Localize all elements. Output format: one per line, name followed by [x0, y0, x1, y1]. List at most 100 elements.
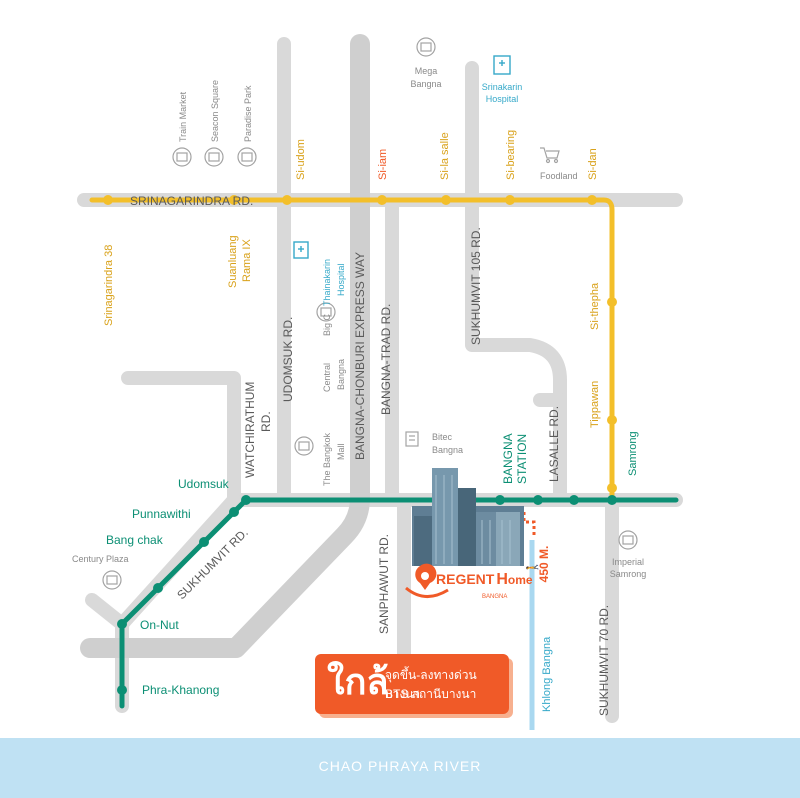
station-samrong: Samrong	[627, 431, 639, 476]
callout-line1: จุดขึ้น-ลงทางด่วนบางนา	[385, 668, 477, 701]
road-label-sukhumvit105: SUKHUMVIT 105 RD.	[469, 227, 483, 345]
road-label-sanphawut: SANPHAWUT RD.	[377, 534, 391, 634]
station-si-dan: Si-dan	[587, 148, 599, 180]
station-tippawan: Tippawan	[589, 381, 601, 428]
shop-icon	[416, 37, 436, 57]
green-station-dot[interactable]	[117, 619, 127, 629]
poi-century-plaza: Century Plaza	[72, 554, 129, 564]
green-station-dot[interactable]	[607, 495, 617, 505]
building-icon	[405, 431, 419, 447]
poi-bangkok-mall-2: Mall	[336, 443, 346, 460]
river-label: CHAO PHRAYA RIVER	[318, 758, 482, 774]
chao-phraya-river	[0, 738, 800, 798]
century-road	[85, 593, 129, 631]
road-label-srinagarindra: SRINAGARINDRA RD.	[130, 194, 253, 208]
poi-thainakarin: Thainakarin	[322, 259, 332, 306]
yellow-station-dot[interactable]	[505, 195, 515, 205]
station-si-iam: Si-iam	[377, 149, 389, 180]
poi-srinakarin: Srinakarin	[482, 82, 523, 92]
poi-foodland: Foodland	[540, 171, 578, 181]
callout-line2: BTS สถานีบางนา	[385, 687, 477, 701]
yellow-station-dot[interactable]	[607, 483, 617, 493]
green-station-dot[interactable]	[153, 583, 163, 593]
green-station-dot[interactable]	[241, 495, 251, 505]
shop-icon	[294, 436, 314, 456]
poi-srinakarin-hospital: Hospital	[486, 94, 519, 104]
station-bangna-station: STATION	[515, 434, 529, 484]
road-label-sukhumvit70: SUKHUMVIT 70 RD.	[597, 605, 611, 716]
poi-bitec: Bitec	[432, 432, 453, 442]
poi-mega: Mega	[415, 66, 438, 76]
shop-icon	[316, 302, 336, 322]
shop-icon	[618, 530, 638, 550]
walk-route	[522, 512, 536, 536]
station-srinagarindra38: Srinagarindra 38	[103, 245, 115, 326]
poi-bangkok-mall: The Bangkok	[322, 432, 332, 486]
green-station-dot[interactable]	[229, 507, 239, 517]
station-suanluang-rama9: Rama IX	[241, 239, 253, 282]
yellow-station-dot[interactable]	[103, 195, 113, 205]
hospital-icons	[293, 55, 511, 259]
poi-train-market: Train Market	[178, 91, 188, 142]
station-punnawithi: Punnawithi	[132, 507, 191, 521]
shop-icon	[172, 147, 192, 167]
shop-icon	[102, 570, 122, 590]
yellow-station-dot[interactable]	[377, 195, 387, 205]
sukhumvit-105-road	[465, 193, 567, 507]
green-station-dot[interactable]	[533, 495, 543, 505]
station-suanluang: Suanluang	[227, 235, 239, 288]
poi-imperial-samrong: Samrong	[610, 569, 647, 579]
road-label-bangna-trad: BANGNA-TRAD RD.	[379, 304, 393, 415]
shopping-cart-icon	[540, 147, 560, 164]
walking-person-icon: 🚶	[526, 560, 539, 574]
station-on-nut: On-Nut	[140, 618, 179, 632]
green-station-dot[interactable]	[569, 495, 579, 505]
poi-bitec-bangna: Bangna	[432, 445, 463, 455]
station-si-bearing: Si-bearing	[505, 130, 517, 180]
distance-marker: 🚶 450 M.	[526, 546, 551, 583]
station-phra-khanong: Phra-Khanong	[142, 683, 219, 697]
pin-base-curve	[405, 586, 449, 598]
road-label-watchirathum: WATCHIRATHUM	[243, 382, 257, 478]
poi-central: Central	[322, 363, 332, 392]
yellow-line	[89, 195, 617, 503]
station-si-thepha: Si-thepha	[589, 282, 601, 330]
station-udomsuk: Udomsuk	[178, 477, 230, 491]
green-station-dot[interactable]	[199, 537, 209, 547]
yellow-station-dot[interactable]	[441, 195, 451, 205]
yellow-station-dot[interactable]	[607, 297, 617, 307]
poi-mega-bangna: Bangna	[410, 79, 441, 89]
station-bang-chak: Bang chak	[106, 533, 164, 547]
yellow-line-track	[89, 197, 615, 503]
station-bangna: BANGNA	[501, 433, 515, 484]
yellow-station-dot[interactable]	[229, 195, 239, 205]
project-brand-sub: BANGNA	[482, 594, 507, 600]
green-station-dot[interactable]	[117, 685, 127, 695]
poi-seacon-square: Seacon Square	[210, 80, 220, 142]
road-label-watchirathum-rd: RD.	[259, 411, 273, 432]
yellow-station-dot[interactable]	[282, 195, 292, 205]
station-si-udom: Si-udom	[295, 139, 307, 180]
canal-label: Khlong Bangna	[541, 636, 553, 712]
shop-icon	[204, 147, 224, 167]
distance-label: 450 M.	[537, 546, 551, 583]
hospital-icon	[293, 241, 309, 259]
project-location-pin[interactable]	[405, 563, 449, 598]
callout-big: ใกล้	[327, 661, 389, 702]
poi-thainakarin-hospital: Hospital	[336, 263, 346, 296]
road-label-express-way: BANGNA-CHONBURI EXPRESS WAY	[353, 252, 367, 460]
poi-central-bangna: Bangna	[336, 359, 346, 390]
yellow-station-dot[interactable]	[607, 415, 617, 425]
hospital-icon	[493, 55, 511, 75]
road-label-udomsuk: UDOMSUK RD.	[281, 317, 295, 402]
station-si-la-salle: Si-la salle	[439, 132, 451, 180]
green-station-dot[interactable]	[495, 495, 505, 505]
regent-home-buildings	[412, 468, 524, 566]
yellow-station-dot[interactable]	[587, 195, 597, 205]
shop-icon	[237, 147, 257, 167]
road-label-lasalle: LASALLE RD.	[547, 406, 561, 482]
poi-imperial: Imperial	[612, 557, 644, 567]
poi-icons	[102, 37, 638, 590]
